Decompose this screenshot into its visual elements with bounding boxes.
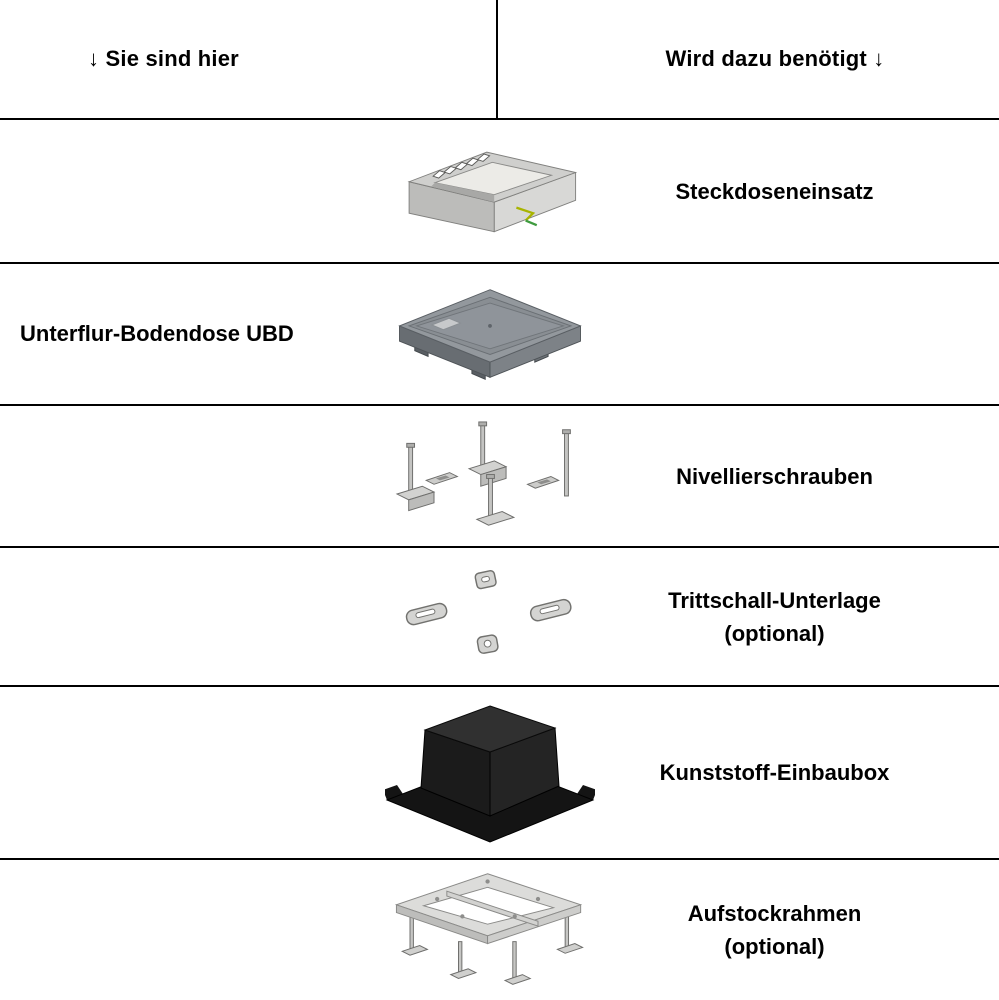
row-trittschall-unterlage: Trittschall-Unterlage (optional) (0, 546, 999, 685)
aufstockrahmen-image (394, 873, 584, 985)
product-label-text: Nivellierschrauben (676, 463, 873, 489)
row-steckdoseneinsatz: Steckdoseneinsatz (0, 118, 999, 262)
product-image-cell (350, 406, 630, 546)
steckdoseneinsatz-image (407, 151, 577, 233)
product-label: Kunststoff-Einbaubox (630, 687, 999, 858)
product-image-cell (350, 548, 630, 685)
row-left-cell (0, 860, 350, 1000)
product-image-cell (350, 687, 630, 858)
row-left-cell (0, 120, 350, 262)
you-are-here-label: ↓ Sie sind hier (88, 46, 239, 71)
product-label-text: Steckdoseneinsatz (675, 178, 874, 204)
product-label: Steckdoseneinsatz (630, 120, 999, 262)
row-right-cell (630, 264, 999, 404)
product-image-cell (350, 860, 630, 1000)
product-label: Nivellierschrauben (630, 406, 999, 546)
needed-for-it-label: Wird dazu benötigt ↓ (665, 46, 885, 71)
row-unterflur-bodendose: Unterflur-Bodendose UBD (0, 262, 999, 404)
nivellierschrauben-image (395, 421, 571, 526)
product-label-text: Aufstockrahmen (optional) (687, 901, 862, 959)
row-nivellierschrauben: Nivellierschrauben (0, 404, 999, 546)
row-left-cell (0, 548, 350, 685)
product-label-text: Unterflur-Bodendose UBD (20, 321, 294, 346)
kunststoff-einbaubox-image (385, 705, 595, 843)
product-label: Unterflur-Bodendose UBD (0, 264, 350, 404)
header-divider-line (496, 0, 498, 118)
row-kunststoff-einbaubox: Kunststoff-Einbaubox (0, 685, 999, 858)
product-label: Trittschall-Unterlage (optional) (630, 548, 999, 685)
product-label-text: Trittschall-Unterlage (optional) (668, 587, 881, 646)
trittschall-unterlage-image (405, 570, 572, 654)
header-row: ↓ Sie sind hier Wird dazu benötigt ↓ (0, 0, 999, 118)
row-left-cell (0, 406, 350, 546)
product-label: Aufstockrahmen (optional) (630, 860, 999, 1000)
product-image-cell (350, 120, 630, 262)
product-label-text: Kunststoff-Einbaubox (659, 760, 890, 785)
product-image-cell (350, 264, 630, 404)
unterflur-bodendose-image (398, 288, 582, 380)
row-aufstockrahmen: Aufstockrahmen (optional) (0, 858, 999, 1000)
